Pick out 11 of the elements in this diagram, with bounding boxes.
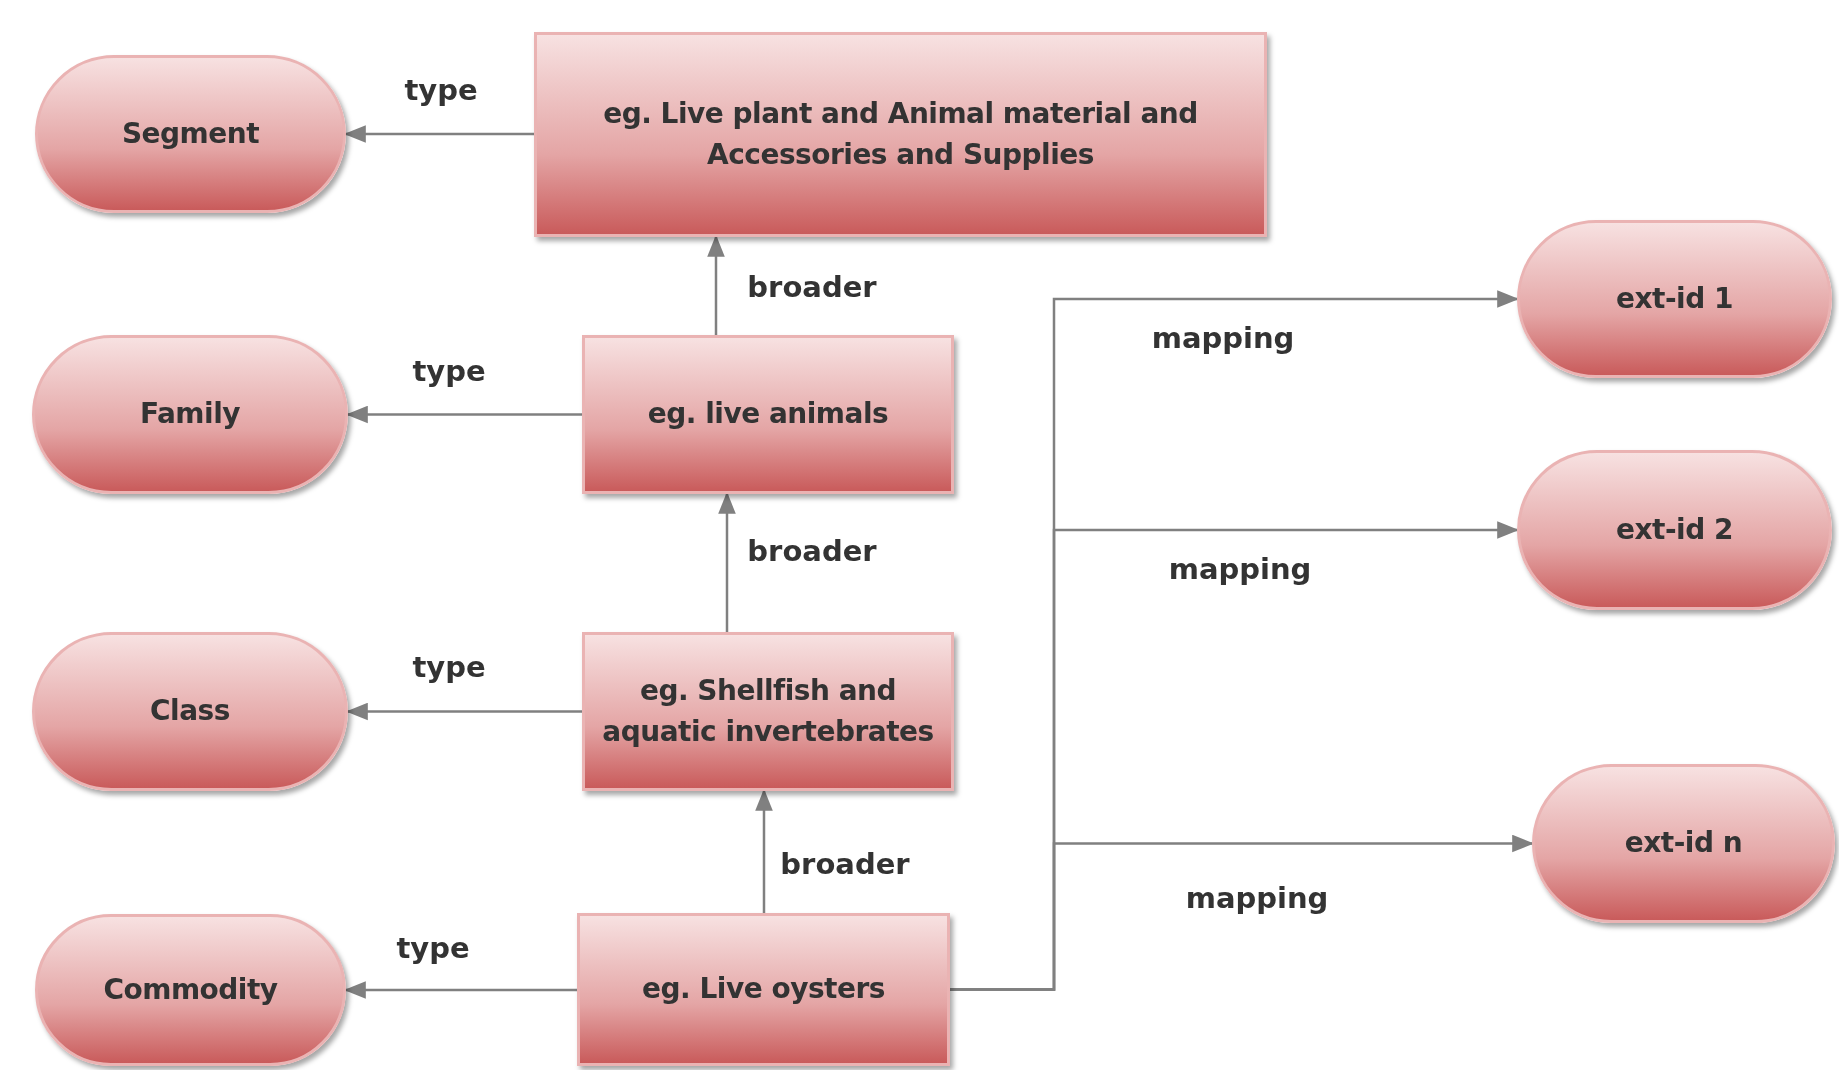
- rounded-node: Commodity: [35, 914, 346, 1066]
- rounded-node: Class: [32, 632, 348, 791]
- rounded-node: ext-id 1: [1517, 220, 1832, 378]
- concept-box: eg. Live plant and Animal material and Accessories and Supplies: [534, 32, 1267, 237]
- rounded-node: Family: [32, 335, 348, 494]
- concept-box: eg. live animals: [582, 335, 954, 494]
- concept-box: eg. Live oysters: [577, 913, 950, 1066]
- rounded-node: ext-id 2: [1517, 450, 1832, 610]
- concept-box: eg. Shellfish and aquatic invertebrates: [582, 632, 954, 791]
- rounded-node: Segment: [35, 55, 346, 213]
- rounded-node: ext-id n: [1532, 764, 1835, 923]
